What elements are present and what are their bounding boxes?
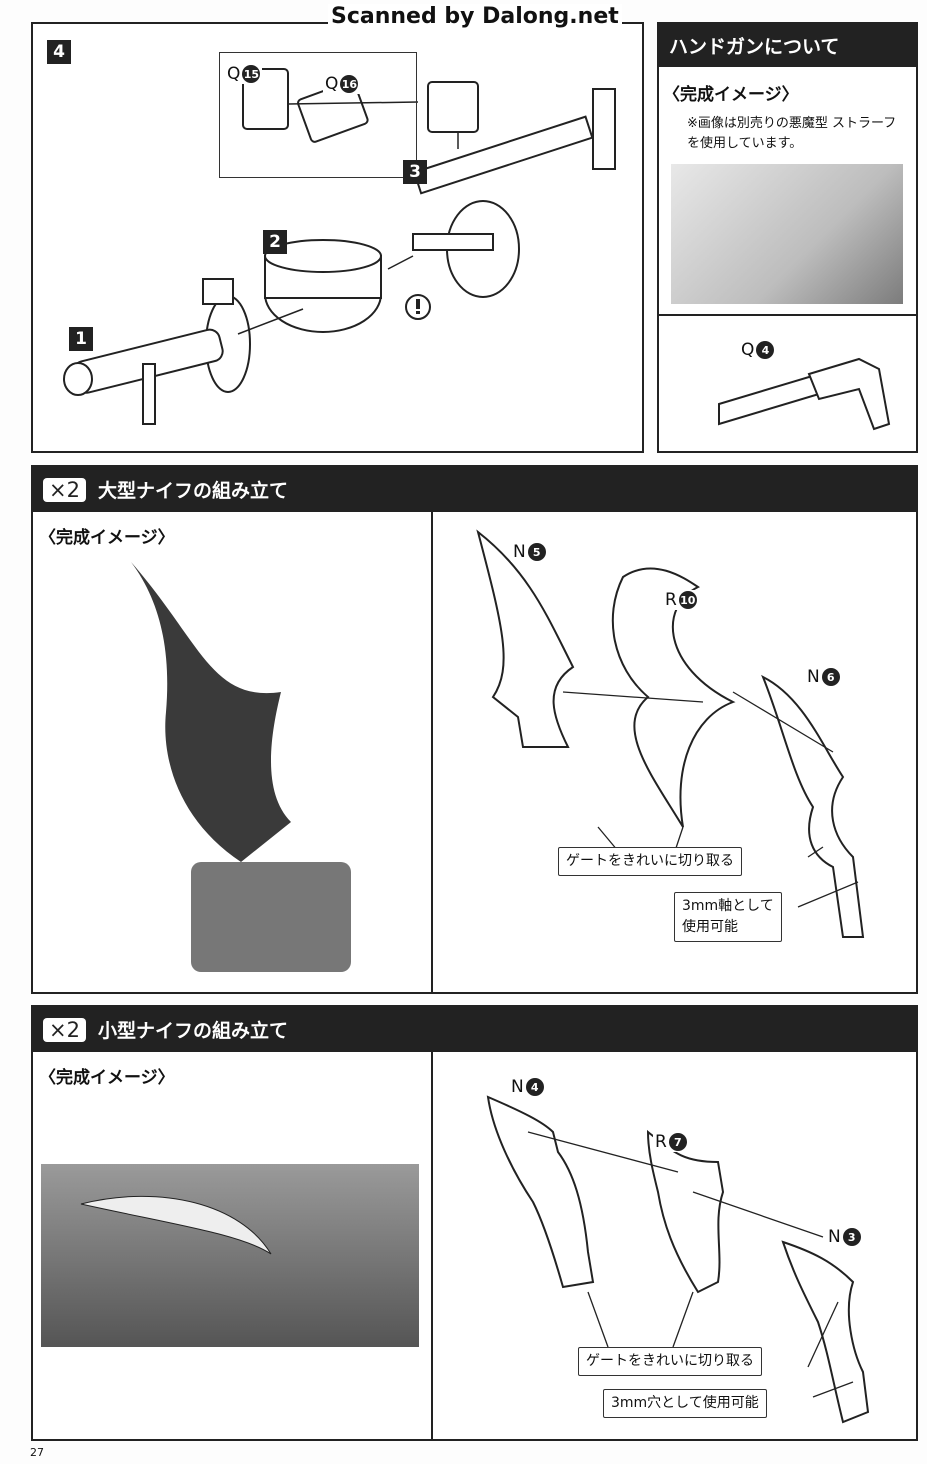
sub-step-2: 2 bbox=[263, 230, 287, 254]
panel-divider bbox=[431, 512, 433, 992]
completed-small-knife-photo bbox=[41, 1164, 419, 1347]
callout-3mm-hole: 3mm穴として使用可能 bbox=[603, 1389, 767, 1418]
handgun-title: ハンドガンについて bbox=[659, 24, 916, 67]
section-title: 大型ナイフの組み立て bbox=[97, 480, 288, 502]
sub-step-3: 3 bbox=[403, 160, 427, 184]
sub-step-1: 1 bbox=[69, 327, 93, 351]
multiplier-badge: ×2 bbox=[43, 477, 86, 502]
gun-assembly-diagram bbox=[63, 68, 616, 425]
section-title: 小型ナイフの組み立て bbox=[97, 1020, 288, 1042]
handgun-panel: ハンドガンについて 〈完成イメージ〉 ※画像は別売りの悪魔型 ストラーフ を使用… bbox=[657, 22, 918, 453]
note-line-2: を使用しています。 bbox=[687, 136, 803, 151]
callout-cut-gate: ゲートをきれいに切り取る bbox=[558, 847, 742, 876]
callout-3mm-axis: 3mm軸として 使用可能 bbox=[674, 892, 782, 942]
note-line-1: ※画像は別売りの悪魔型 ストラーフ bbox=[687, 116, 897, 131]
parts-inset bbox=[219, 52, 417, 178]
handgun-part-diagram bbox=[718, 357, 891, 431]
watermark: Scanned by Dalong.net bbox=[328, 4, 622, 29]
callout-cut-gate: ゲートをきれいに切り取る bbox=[578, 1347, 762, 1376]
image-heading: 〈完成イメージ〉 bbox=[39, 1068, 175, 1088]
step-number: 4 bbox=[47, 40, 71, 64]
image-heading: 〈完成イメージ〉 bbox=[39, 528, 175, 548]
completed-large-knife-photo bbox=[131, 562, 351, 972]
divider bbox=[659, 314, 916, 316]
image-heading: 〈完成イメージ〉 bbox=[663, 85, 799, 105]
panel-divider bbox=[431, 1052, 433, 1439]
multiplier-badge: ×2 bbox=[43, 1017, 86, 1042]
large-knife-parts-diagram bbox=[476, 529, 865, 938]
large-knife-header: ×2 大型ナイフの組み立て bbox=[33, 467, 916, 512]
completed-handgun-photo bbox=[671, 164, 903, 304]
page-number: 27 bbox=[30, 1446, 44, 1459]
exclamation-circle-icon bbox=[405, 294, 431, 320]
small-knife-header: ×2 小型ナイフの組み立て bbox=[33, 1007, 916, 1052]
small-knife-parts-diagram bbox=[486, 1095, 870, 1424]
